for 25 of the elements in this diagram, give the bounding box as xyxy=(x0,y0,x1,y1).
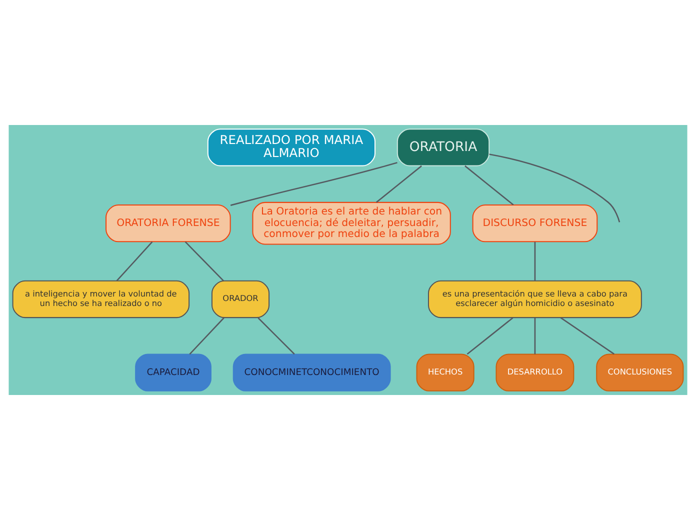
node-box: es una presentación que se lleva a cabo para esclarecer algún homicidio o asesinato xyxy=(428,280,642,318)
connector xyxy=(184,241,224,282)
connector xyxy=(466,317,514,355)
connector xyxy=(230,162,398,206)
connector xyxy=(534,242,536,281)
node-box: HECHOS xyxy=(416,354,474,392)
connector xyxy=(189,317,224,355)
node-box: DESARROLLO xyxy=(496,354,574,392)
connector xyxy=(464,165,514,206)
node-box: La Oratoria es el arte de hablar con elocuencia; dé deleitar, persuadir, conmover por medio de la palabra xyxy=(252,202,451,245)
connector xyxy=(534,318,536,354)
node-box: ORATORIA xyxy=(396,128,490,166)
connector xyxy=(258,317,295,355)
node-box: ORATORIA FORENSE xyxy=(106,204,231,242)
connector xyxy=(376,165,422,203)
connector xyxy=(489,154,620,222)
node-box: REALIZADO POR MARIA ALMARIO xyxy=(207,128,376,166)
connector xyxy=(560,317,615,355)
node-box: CAPACIDAD xyxy=(135,354,212,392)
node-box: DISCURSO FORENSE xyxy=(472,204,598,242)
connector xyxy=(116,241,153,282)
node-box: CONCLUSIONES xyxy=(596,354,684,392)
node-box: CONOCMINETCONOCIMIENTO xyxy=(232,354,391,392)
node-box: ORADOR xyxy=(211,280,270,318)
node-box: a inteligencia y mover la voluntad de un hecho se ha realizado o no xyxy=(12,280,190,318)
